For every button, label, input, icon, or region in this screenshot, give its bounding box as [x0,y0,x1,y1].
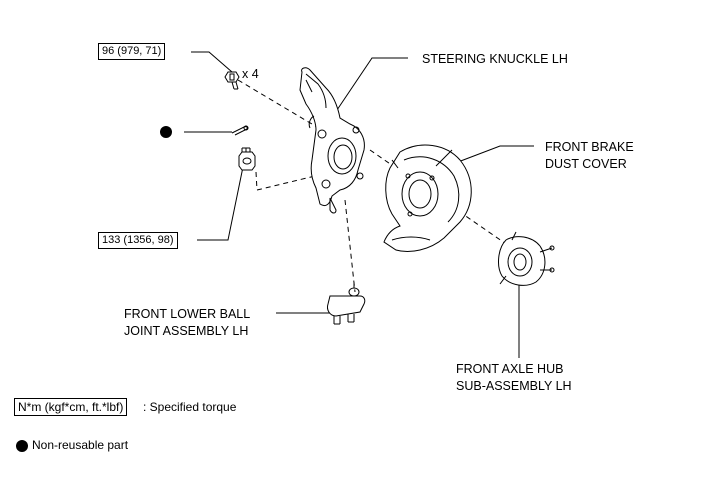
bolt-quantity-label: x 4 [242,67,259,81]
bolt-torque-box: 96 (979, 71) [98,43,166,60]
legend-dot-icon [16,440,28,452]
legend-torque-desc: : Specified torque [143,400,237,414]
castle-nut-icon [239,148,255,170]
axle-hub-label-line2: SUB-ASSEMBLY LH [456,379,572,393]
ball-joint-label-line1: FRONT LOWER BALL [124,307,251,321]
dust-cover-icon [384,145,471,251]
ball-joint-label-line2: JOINT ASSEMBLY LH [124,324,249,338]
steering-knuckle-icon [300,68,364,213]
ball-joint-icon [327,282,364,324]
steering-knuckle-label: STEERING KNUCKLE LH [422,52,568,66]
bolt-icon [225,72,239,89]
axle-hub-label-line1: FRONT AXLE HUB [456,362,564,376]
dust-cover-label-line1: FRONT BRAKE [545,140,634,154]
leader-lines [184,52,534,358]
dust-cover-label-line2: DUST COVER [545,157,627,171]
legend-non-reusable: Non-reusable part [32,438,129,452]
nut-torque-box: 133 (1356, 98) [98,232,178,249]
cotter-pin-icon [232,126,248,135]
legend-torque-unit: N*m (kgf*cm, ft.*lbf) [14,398,128,416]
axle-hub-icon [499,232,554,285]
non-reusable-dot-icon [160,126,172,138]
